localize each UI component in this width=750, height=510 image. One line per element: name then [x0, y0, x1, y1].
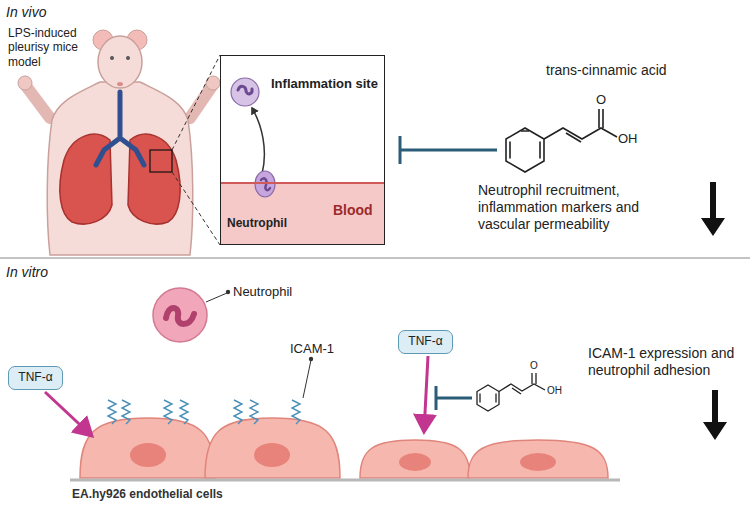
leader-dot	[309, 357, 313, 361]
neutrophil-cells	[231, 78, 275, 197]
decrease-arrow	[701, 182, 725, 236]
zoom-square	[150, 150, 172, 172]
node-text: Inflammation site	[271, 76, 378, 92]
stimulus-arrow	[45, 392, 92, 436]
label: O	[596, 92, 606, 108]
blood-band: Neutrophil Blood	[221, 182, 384, 245]
label: Neutrophil recruitment, inflammation mar…	[478, 182, 683, 232]
migration-arrow	[252, 108, 264, 174]
node-text: TNF-α	[407, 334, 444, 348]
decrease-arrow	[703, 390, 727, 440]
blood-fill	[220, 182, 385, 245]
node-text: TNF-α	[17, 370, 54, 384]
leader-line	[303, 360, 311, 398]
label: ICAM-1	[290, 341, 334, 357]
zoom-box: Inflammation siteNeutrophil Blood	[220, 55, 385, 245]
tnf-box: TNF-α	[398, 330, 453, 354]
label: In vivo	[6, 4, 46, 21]
cinnamic-acid-structure	[477, 373, 545, 411]
lungs	[60, 92, 180, 224]
mouse	[18, 30, 220, 255]
node-text: Blood	[333, 202, 373, 219]
neutrophil	[153, 288, 230, 342]
label: In vitro	[6, 264, 48, 281]
label: LPS-induced pleurisy mice model	[8, 26, 92, 69]
zoom-lines	[172, 55, 220, 245]
divider	[0, 257, 750, 258]
inhibition-line	[400, 136, 497, 164]
label: ICAM-1 expression and neutrophil adhesio…	[588, 345, 738, 379]
tnf-box: TNF-α	[8, 366, 63, 390]
label: trans-cinnamic acid	[546, 62, 667, 79]
stimulus-arrow	[424, 356, 428, 432]
label: EA.hy926 endothelial cells	[72, 487, 223, 501]
inhibition-line	[436, 386, 472, 410]
endothelial-cells	[70, 418, 620, 480]
cinnamic-acid-structure	[506, 109, 617, 172]
node-text: Neutrophil	[227, 216, 287, 230]
label: Neutrophil	[233, 284, 292, 300]
icam-receptors	[108, 400, 300, 424]
label: OH	[547, 385, 562, 397]
label: OH	[618, 131, 638, 147]
label: O	[530, 360, 538, 372]
